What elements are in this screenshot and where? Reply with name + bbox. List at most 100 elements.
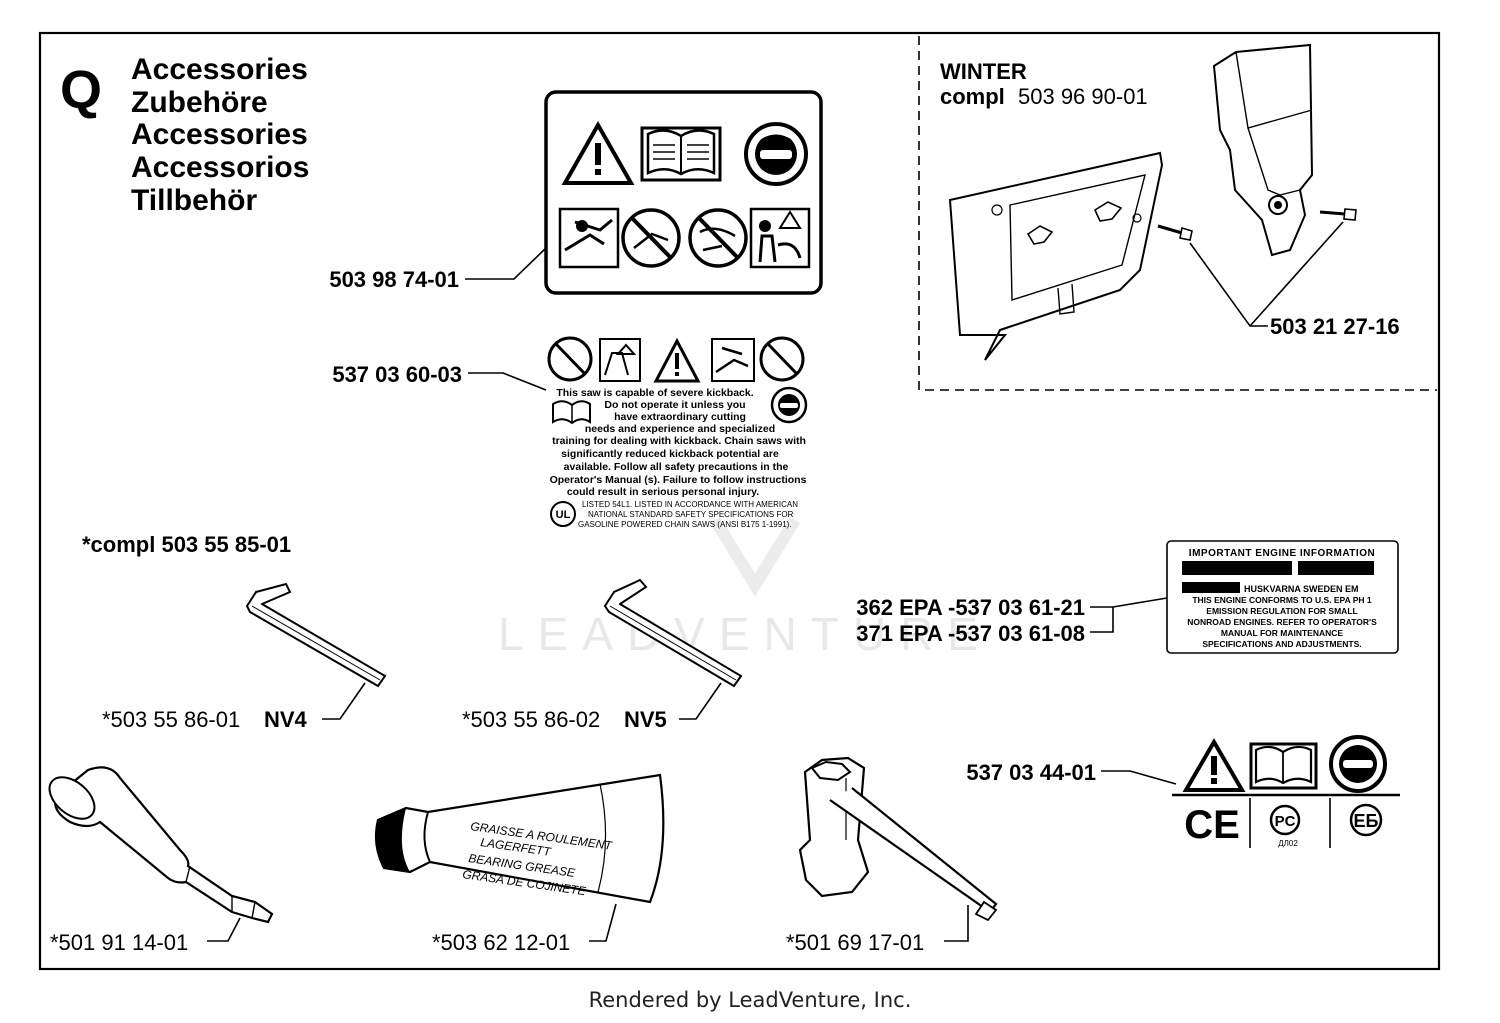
winter-compl-number: 503 96 90-01 xyxy=(1018,84,1148,109)
leader-grease-gun xyxy=(207,917,241,942)
engine-label-maker: HUSKVARNA SWEDEN EM xyxy=(1244,584,1359,594)
hex-key-nv5 xyxy=(603,578,743,688)
engine-label-redacted-1 xyxy=(1182,561,1292,575)
leader-decal-main xyxy=(465,247,547,280)
grease-tube: GRAISSE A ROULEMENT LAGERFETT BEARING GR… xyxy=(374,773,665,904)
kickback-warning-text: This saw is capable of severe kickback. … xyxy=(550,387,807,498)
part-grease-tube: *503 62 12-01 xyxy=(432,930,570,955)
listed-text: LISTED 54L1. LISTED IN ACCORDANCE WITH A… xyxy=(578,500,798,529)
no-tip-contact-icon xyxy=(688,208,748,268)
kickback-icon xyxy=(558,207,620,269)
ce-decal: CE PC ДЛ02 ЕБ xyxy=(1172,735,1400,848)
part-ce-decal: 537 03 44-01 xyxy=(966,760,1096,785)
engine-label-redacted-2 xyxy=(1298,561,1374,575)
kickback-line-9: could result in serious personal injury. xyxy=(567,486,759,498)
engine-label-body: THIS ENGINE CONFORMS TO U.S. EPA PH 1 EM… xyxy=(1187,595,1377,649)
leader-hex-key-nv5 xyxy=(679,682,722,720)
part-hex-key-nv5-number: *503 55 86-02 xyxy=(462,707,600,732)
kickback-line-1: This saw is capable of severe kickback. xyxy=(556,387,753,399)
grease-gun xyxy=(48,766,274,924)
part-hex-key-nv4-number: *503 55 86-01 xyxy=(102,707,240,732)
kickback-line-8: Operator's Manual (s). Failure to follow… xyxy=(550,474,807,486)
leader-epa-362 xyxy=(1090,597,1168,608)
section-letter: Q xyxy=(60,60,102,120)
winter-cover-plate xyxy=(948,151,1164,361)
leader-epa-371 xyxy=(1090,607,1114,633)
kickback-decal-icon-1 xyxy=(547,336,593,382)
eac-mark: ЕБ xyxy=(1349,803,1383,837)
winter-shield xyxy=(1212,43,1314,257)
diagram-frame xyxy=(38,31,1441,971)
leader-screw-1 xyxy=(1189,242,1268,327)
watermark-logo xyxy=(709,516,801,597)
part-hex-key-nv4-size: NV4 xyxy=(264,707,308,732)
title-es: Accessorios xyxy=(131,151,309,184)
winter-screw-2 xyxy=(1319,208,1357,221)
kickback-line-6: significantly reduced kickback potential… xyxy=(561,448,779,460)
protective-gear-icon xyxy=(744,122,808,186)
kickback-decal-gear-icon xyxy=(770,386,808,424)
listed-line-1: LISTED 54L1. LISTED IN ACCORDANCE WITH A… xyxy=(582,500,798,509)
kickback-line-7: available. Follow all safety precautions… xyxy=(564,461,789,473)
part-compl-tools: *compl 503 55 85-01 xyxy=(82,532,291,557)
part-epa-362: 362 EPA -537 03 61-21 xyxy=(856,595,1085,620)
hex-key-nv4 xyxy=(245,582,387,688)
title-sv: Tillbehör xyxy=(131,184,257,217)
gost-mark: PC ДЛ02 xyxy=(1269,804,1301,848)
eac-mark-text: ЕБ xyxy=(1354,811,1379,831)
section-titles: Accessories Zubehöre Accessories Accesso… xyxy=(131,53,309,217)
footer-credit: Rendered by LeadVenture, Inc. xyxy=(588,988,912,1012)
kickback-decal-icon-4 xyxy=(711,338,755,382)
part-combination-wrench: *501 69 17-01 xyxy=(786,930,924,955)
leader-hex-key-nv4 xyxy=(322,682,366,720)
engine-label-line-4: MANUAL FOR MAINTENANCE xyxy=(1221,628,1343,638)
kickback-decal: This saw is capable of severe kickback. … xyxy=(547,336,808,529)
ul-mark-text: UL xyxy=(556,509,571,521)
winter-compl-prefix: compl xyxy=(940,84,1005,109)
part-kickback-decal: 537 03 60-03 xyxy=(332,362,462,387)
leader-kickback-decal xyxy=(468,372,547,391)
gost-mark-text: PC xyxy=(1275,813,1296,830)
ul-mark: UL xyxy=(550,501,576,527)
listed-line-2: NATIONAL STANDARD SAFETY SPECIFICATIONS … xyxy=(588,510,794,519)
engine-label-line-2: EMISSION REGULATION FOR SMALL xyxy=(1206,606,1357,616)
kickback-line-2: Do not operate it unless you xyxy=(604,399,745,411)
winter-heading: WINTER xyxy=(940,59,1027,84)
engine-label-title: IMPORTANT ENGINE INFORMATION xyxy=(1189,548,1375,559)
gost-mark-sub: ДЛ02 xyxy=(1278,839,1298,848)
warning-decal-main xyxy=(544,90,823,295)
engine-info-label: IMPORTANT ENGINE INFORMATION HUSKVARNA S… xyxy=(1166,540,1399,654)
engine-label-line-5: SPECIFICATIONS AND ADJUSTMENTS. xyxy=(1202,639,1361,649)
ce-warning-triangle-icon xyxy=(1182,738,1246,792)
kickback-line-5: training for dealing with kickback. Chai… xyxy=(552,435,806,447)
ce-manual-book-icon xyxy=(1249,742,1318,790)
part-epa-371: 371 EPA -537 03 61-08 xyxy=(856,621,1085,646)
ce-mark: CE xyxy=(1184,803,1240,847)
kickback-line-3: have extraordinary cutting xyxy=(614,411,746,423)
leader-ce-decal xyxy=(1101,770,1177,785)
combination-wrench xyxy=(798,756,998,922)
title-de: Zubehöre xyxy=(131,86,268,119)
kickback-decal-icon-5 xyxy=(759,336,805,382)
part-hex-key-nv5-size: NV5 xyxy=(624,707,667,732)
part-winter-screw: 503 21 27-16 xyxy=(1270,314,1400,339)
leader-grease-tube xyxy=(589,903,617,942)
title-fr: Accessories xyxy=(131,118,308,151)
kickback-decal-book-icon xyxy=(552,400,591,425)
part-decal-main: 503 98 74-01 xyxy=(329,267,459,292)
listed-line-3: GASOLINE POWERED CHAIN SAWS (ANSI B175 1… xyxy=(578,520,792,529)
kickback-decal-warning-icon xyxy=(653,337,701,383)
warning-triangle-icon xyxy=(561,120,635,185)
winter-screw-1 xyxy=(1157,224,1193,241)
ce-protective-gear-icon xyxy=(1329,735,1387,793)
kickback-decal-icon-2 xyxy=(599,338,641,382)
watermark: LEADVENTURE xyxy=(498,608,992,660)
kickback-line-4: needs and experience and specialized xyxy=(585,423,775,435)
engine-label-line-1: THIS ENGINE CONFORMS TO U.S. EPA PH 1 xyxy=(1192,595,1372,605)
winter-kit-box xyxy=(918,36,1437,391)
leader-combination-wrench xyxy=(944,905,969,942)
chain-brake-icon xyxy=(749,207,811,269)
manual-book-icon xyxy=(640,126,722,182)
title-en: Accessories xyxy=(131,53,308,86)
